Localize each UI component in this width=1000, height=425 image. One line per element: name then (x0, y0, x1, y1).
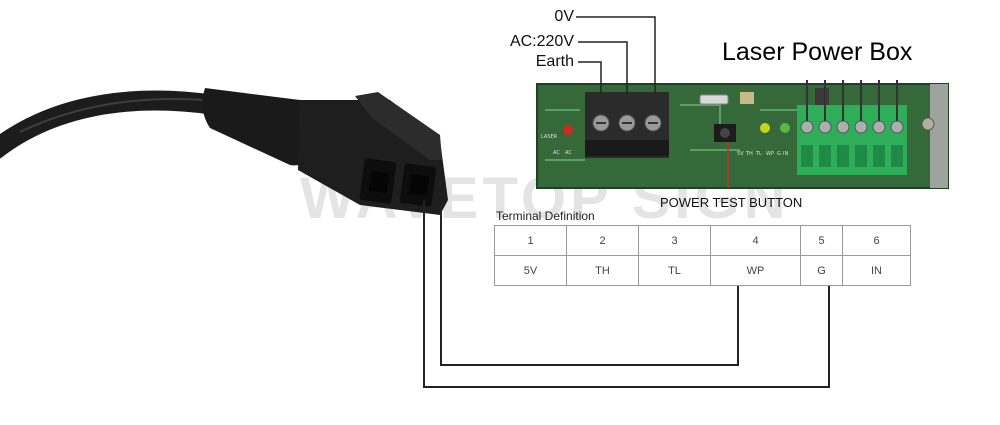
table-row: 1 2 3 4 5 6 (494, 225, 911, 256)
terminal-definition-table: 1 2 3 4 5 6 5V TH TL WP G IN (494, 225, 911, 286)
terminal-name-5v: 5V (494, 255, 567, 286)
cable-boot (202, 88, 319, 166)
board-label-tl: TL (755, 151, 762, 157)
terminal-number-2: 2 (566, 225, 639, 256)
terminal-number-5: 5 (800, 225, 843, 256)
terminal-number-1: 1 (494, 225, 567, 256)
cable-highlight (19, 97, 206, 133)
power-test-button-label: POWER TEST BUTTON (660, 195, 803, 210)
cable (0, 90, 225, 159)
wire-wp (440, 205, 739, 366)
board-label-ac1: AC (553, 150, 560, 156)
voltage-label-earth: Earth (535, 53, 574, 70)
terminal-name-wp: WP (710, 255, 801, 286)
terminal-definition-heading: Terminal Definition (496, 209, 595, 223)
terminal-number-4: 4 (710, 225, 801, 256)
power-board: LASER AC AC 5V TH TL WP G IN (536, 80, 949, 189)
terminal-name-th: TH (566, 255, 639, 286)
board-label-g: G (777, 151, 781, 157)
led-red (563, 125, 573, 135)
wire-g (423, 200, 830, 388)
led-green (780, 123, 790, 133)
board-label-wp: WP (766, 151, 774, 157)
leader-0v (576, 16, 656, 94)
voltage-label-ac220v: AC:220V (509, 33, 574, 50)
leader-earth (578, 61, 602, 94)
terminal-number-6: 6 (842, 225, 911, 256)
board-label-5v: 5V (737, 151, 744, 157)
terminal-number-3: 3 (638, 225, 711, 256)
board-label-laser: LASER (541, 134, 558, 140)
led-yellow (760, 123, 770, 133)
terminal-name-in: IN (842, 255, 911, 286)
terminal-name-g: G (800, 255, 843, 286)
table-row: 5V TH TL WP G IN (494, 255, 911, 286)
page-title: Laser Power Box (722, 38, 913, 66)
board-label-ac2: AC (565, 150, 572, 156)
leader-ac220v (578, 41, 628, 94)
board-label-in: IN (783, 151, 788, 157)
green-terminal-screws (800, 120, 904, 134)
terminal-name-tl: TL (638, 255, 711, 286)
voltage-label-0v: 0V (554, 8, 574, 25)
molex-connector (298, 92, 448, 215)
board-label-th: TH (745, 151, 753, 157)
